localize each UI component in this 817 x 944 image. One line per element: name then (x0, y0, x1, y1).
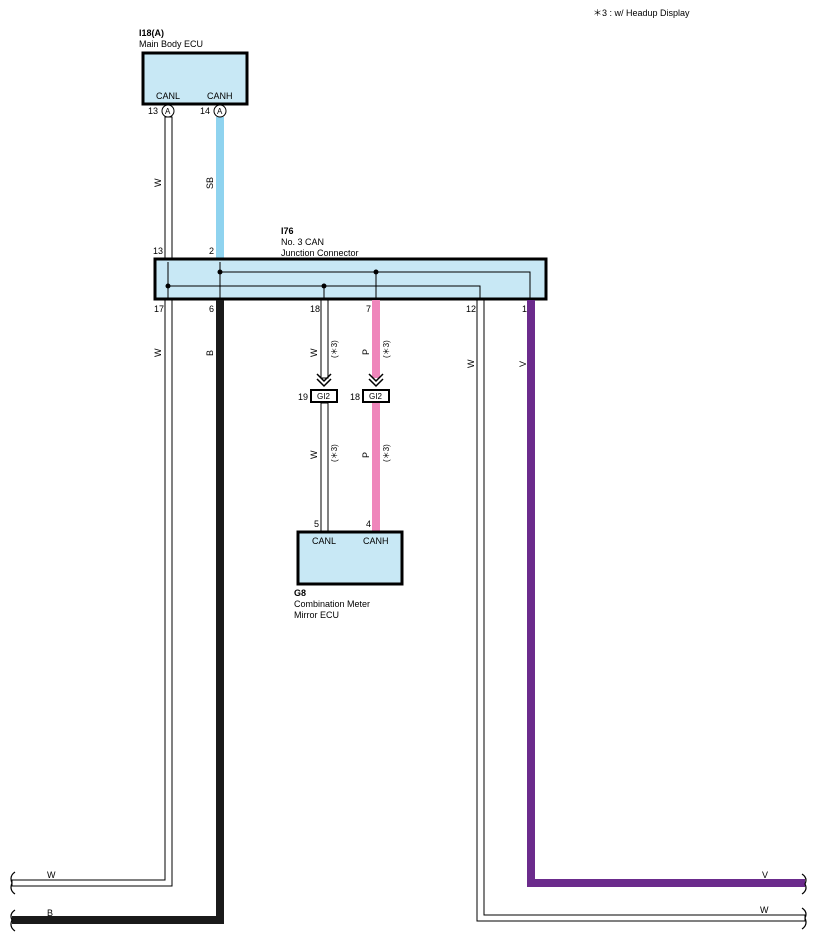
main-ecu-code: I18(A) (139, 28, 164, 38)
junction-pin-13: 13 (153, 246, 163, 256)
main-body-ecu-box[interactable] (141, 51, 249, 106)
wire-label-b-mid: B (205, 350, 215, 356)
wire-w-right-bottom (476, 299, 806, 922)
wire-b-ground (12, 300, 224, 924)
wire-w-gi2-to-meter (320, 402, 329, 533)
wire-v-violet (527, 300, 805, 887)
wire-label-v-bottom-right: V (762, 870, 768, 880)
wire-p-gi2-to-meter (372, 403, 380, 532)
junction-pin-17: 17 (154, 304, 164, 314)
wire-label-p-gi2-bottom: P (361, 452, 371, 458)
gi2-pin-19: 19 (298, 392, 308, 402)
meter-canh: CANH (363, 536, 389, 546)
gi2-connector-right[interactable]: GI2 (362, 389, 390, 403)
junction-name-2: Junction Connector (281, 248, 359, 258)
main-ecu-pin-13: 13 (148, 106, 158, 116)
wire-label-opt-p-bottom: (＊3) (382, 444, 391, 462)
main-ecu-name: Main Body ECU (139, 39, 203, 49)
wire-label-w-bottom-left: W (47, 870, 56, 880)
wire-w-junction-to-gi2 (320, 299, 329, 379)
meter-pin-4: 4 (366, 519, 371, 529)
continuation-bracket-left (10, 871, 16, 932)
svg-text:GI2: GI2 (317, 392, 330, 401)
junction-pin-6: 6 (209, 304, 214, 314)
wire-label-v-mid: V (518, 361, 528, 367)
connector-arrow-left (316, 373, 332, 388)
meter-canl: CANL (312, 536, 336, 546)
wire-label-b-bottom-left: B (47, 908, 53, 918)
wire-label-opt-w-top: (＊3) (330, 340, 339, 358)
main-ecu-connector-a-h: A (213, 104, 227, 118)
wire-label-opt-p-top: (＊3) (382, 340, 391, 358)
wire-label-sb-top: SB (205, 177, 215, 189)
wire-label-w-bottom-right: W (760, 905, 769, 915)
junction-splice-points (165, 269, 379, 289)
junction-pin-7: 7 (366, 304, 371, 314)
wire-label-w-right-mid: W (466, 359, 476, 368)
gi2-connector-left[interactable]: GI2 (310, 389, 338, 403)
wire-label-p-gi2-top: P (361, 349, 371, 355)
svg-text:A: A (165, 107, 171, 116)
wire-label-w-left-mid: W (153, 348, 163, 357)
junction-pin-18: 18 (310, 304, 320, 314)
wire-p-junction-to-gi2 (372, 300, 380, 378)
junction-pin-2: 2 (209, 246, 214, 256)
meter-name-1: Combination Meter (294, 599, 370, 609)
wire-label-opt-w-bottom: (＊3) (330, 444, 339, 462)
wire-sb-main-canh (216, 117, 224, 260)
continuation-bracket-right (801, 873, 807, 930)
main-ecu-pin-14: 14 (200, 106, 210, 116)
svg-text:A: A (217, 107, 223, 116)
combination-meter-box[interactable] (296, 530, 404, 586)
junction-pin-12: 12 (466, 304, 476, 314)
meter-pin-5: 5 (314, 519, 319, 529)
junction-code: I76 (281, 226, 294, 236)
junction-name-1: No. 3 CAN (281, 237, 324, 247)
wire-w-left-bottom (11, 299, 173, 887)
wire-label-w-gi2-top: W (309, 348, 319, 357)
connector-arrow-right (368, 373, 384, 388)
headup-note: ＊3 : w/ Headup Display (593, 8, 690, 18)
wire-label-w-top: W (153, 178, 163, 187)
main-ecu-canh: CANH (207, 91, 233, 101)
svg-text:GI2: GI2 (369, 392, 382, 401)
meter-name-2: Mirror ECU (294, 610, 339, 620)
main-ecu-canl: CANL (156, 91, 180, 101)
wire-w-main-canl (164, 116, 173, 261)
meter-code: G8 (294, 588, 306, 598)
gi2-pin-18: 18 (350, 392, 360, 402)
main-ecu-connector-a-l: A (161, 104, 175, 118)
wire-label-w-gi2-bottom: W (309, 450, 319, 459)
junction-pin-1: 1 (522, 304, 527, 314)
junction-connector-box[interactable] (153, 257, 548, 301)
